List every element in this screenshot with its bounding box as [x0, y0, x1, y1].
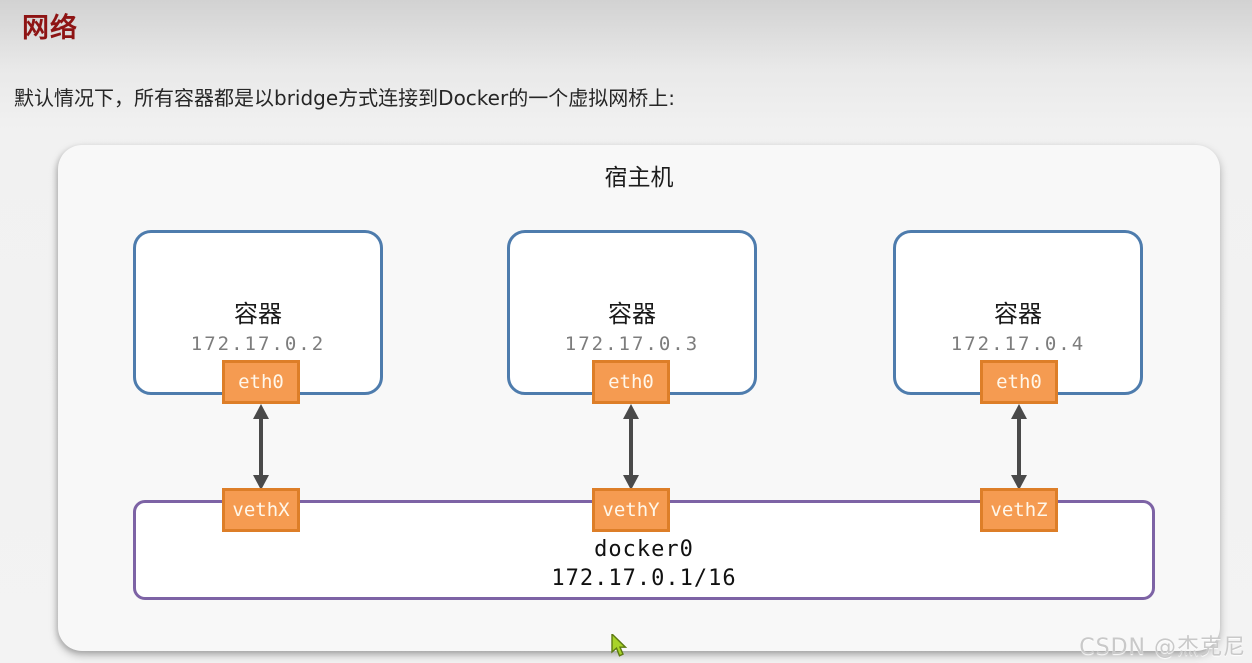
container-label: 容器 [234, 300, 282, 328]
double-arrow-icon [623, 404, 639, 490]
container-ip: 172.17.0.2 [190, 333, 326, 355]
container-ip: 172.17.0.3 [564, 333, 700, 355]
veth-badge-3: vethZ [980, 488, 1058, 532]
double-arrow-icon [1011, 404, 1027, 490]
docker0-bridge-box: docker0 172.17.0.1/16 [133, 500, 1155, 600]
eth0-badge-2: eth0 [592, 360, 670, 404]
bridge-cidr: 172.17.0.1/16 [551, 566, 737, 591]
cursor-icon [611, 634, 628, 657]
eth0-badge-1: eth0 [222, 360, 300, 404]
csdn-watermark: CSDN @杰克尼 [1079, 635, 1246, 660]
host-panel: 宿主机 容器 172.17.0.2 容器 172.17.0.3 容器 172.1… [58, 145, 1220, 651]
bridge-text: docker0 172.17.0.1/16 [136, 535, 1152, 593]
host-label: 宿主机 [604, 165, 674, 191]
double-arrow-icon [253, 404, 269, 490]
container-label: 容器 [994, 300, 1042, 328]
container-label: 容器 [608, 300, 656, 328]
veth-badge-2: vethY [592, 488, 670, 532]
page-subtitle: 默认情况下，所有容器都是以bridge方式连接到Docker的一个虚拟网桥上: [14, 86, 675, 110]
page-title: 网络 [22, 13, 78, 44]
veth-badge-1: vethX [222, 488, 300, 532]
container-ip: 172.17.0.4 [950, 333, 1086, 355]
bridge-name: docker0 [594, 537, 694, 562]
eth0-badge-3: eth0 [980, 360, 1058, 404]
